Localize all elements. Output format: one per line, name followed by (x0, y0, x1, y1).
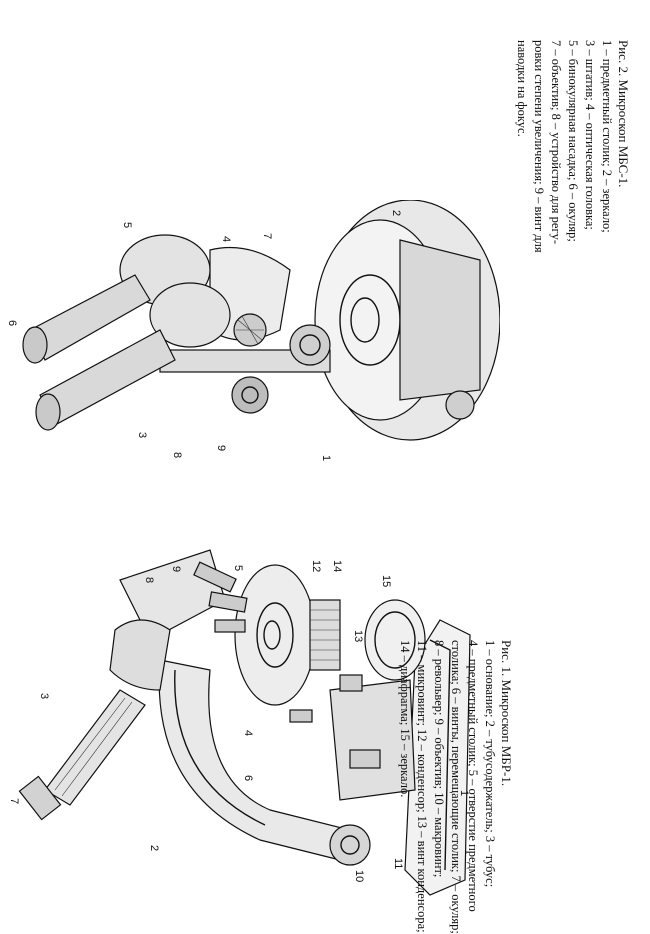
fig2-label-3: 3 (136, 432, 148, 439)
fig2-label-4: 4 (220, 236, 232, 243)
fig2-caption-line: 7 – объектив; 8 – устройство для регу- (549, 40, 563, 244)
fig2-caption: Рис. 2. Микроскоп МБС-1. 1 – предметный … (513, 40, 632, 253)
fig2-label-2: 2 (390, 210, 402, 217)
fig2-caption-line: наводки на фокус. (515, 40, 529, 137)
fig1-caption-line: 14 – диафрагма; 15 – зеркало. (398, 640, 412, 798)
fig1-caption-title: Рис. 1. Микроскоп МБР-1. (499, 640, 514, 787)
fig1-label-8: 8 (143, 577, 155, 584)
fig2-caption-title: Рис. 2. Микроскоп МБС-1. (616, 40, 631, 188)
fig1-label-6: 6 (242, 775, 254, 782)
fig2-caption-line: 3 – штатив; 4 – оптическая головка; (583, 40, 597, 230)
microscope-mbs1-illustration (22, 200, 500, 441)
fig1-label-9: 9 (170, 566, 182, 573)
fig1-label-2: 2 (148, 845, 160, 852)
fig2-label-8: 8 (171, 452, 183, 459)
fig2-label-6: 6 (6, 320, 18, 327)
fig1-caption-line: 1 – основание; 2 – тубусодержатель; 3 – … (483, 640, 497, 888)
fig2-caption-line: 5 – бинокулярная насадка; 6 – окуляр; (566, 40, 580, 242)
fig1-label-4: 4 (242, 730, 254, 737)
fig1-caption-line: столика; 6 – винты, перемещающие столик;… (449, 640, 463, 934)
fig1-caption-line: 11 – микровинт; 12 – конденсор; 13 – вин… (415, 640, 429, 933)
fig1-label-15: 15 (380, 575, 392, 588)
fig1-caption-line: 4 – предметный столик; 5 – отверстие пре… (466, 640, 480, 912)
fig1-caption-line: 8 – револьвер; 9 – объектив; 10 – макров… (432, 640, 446, 878)
fig2-label-7: 7 (261, 233, 273, 240)
fig1-label-7: 7 (8, 798, 20, 805)
fig1-label-13: 13 (352, 630, 364, 643)
fig1-label-10: 10 (353, 870, 365, 883)
fig1-label-12: 12 (310, 560, 322, 573)
fig1-caption: Рис. 1. Микроскоп МБР-1. 1 – основание; … (396, 640, 515, 934)
fig2-caption-line: ровки степени увеличения; 9 – винт для (532, 40, 546, 253)
fig1-label-14: 14 (331, 560, 343, 573)
fig1-label-5: 5 (232, 565, 244, 572)
fig2-label-1: 1 (320, 455, 332, 462)
fig2-label-9: 9 (215, 445, 227, 452)
fig2-caption-line: 1 – предметный столик; 2 – зеркало; (600, 40, 614, 233)
fig1-label-3: 3 (38, 693, 50, 700)
microscope-mbr1-illustration (18, 549, 471, 896)
fig2-label-5: 5 (121, 222, 133, 229)
